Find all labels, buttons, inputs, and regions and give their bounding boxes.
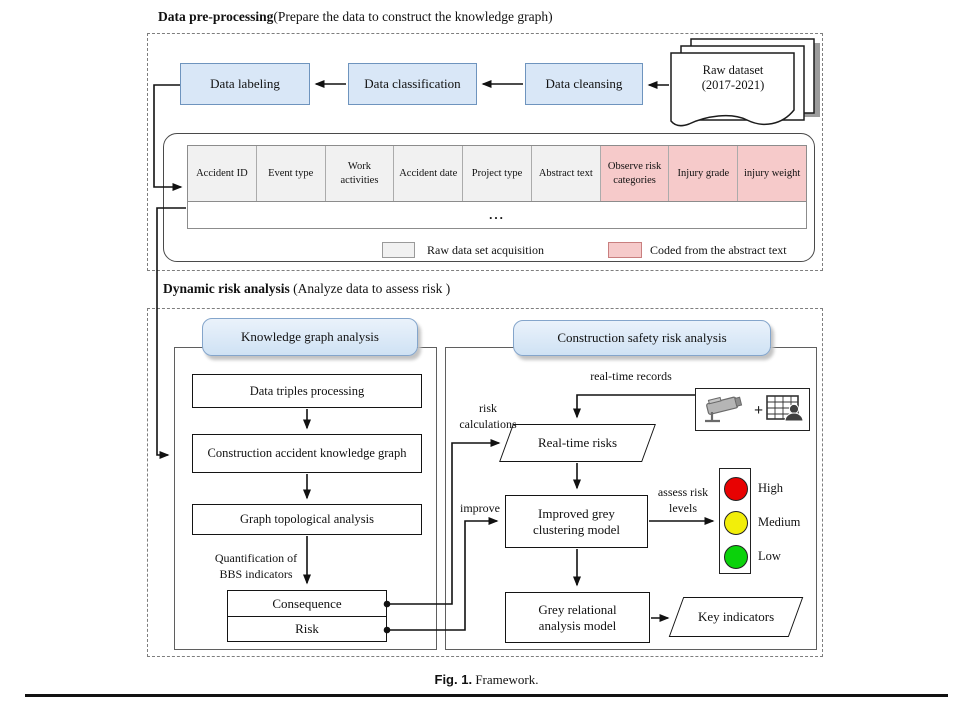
legend-gray-swatch <box>382 242 415 258</box>
risk-calculations-line1: risk <box>479 401 497 415</box>
improved-grey-line2: clustering model <box>532 521 620 537</box>
table-header-cell: Work activities <box>325 146 395 201</box>
accident-knowledge-graph-label: Construction accident knowledge graph <box>207 446 407 460</box>
section2-title: Dynamic risk analysis (Analyze data to a… <box>163 281 450 297</box>
legend-gray-label: Raw data set acquisition <box>427 243 544 257</box>
grey-relational-box: Grey relational analysis model <box>505 592 650 643</box>
graph-topological-label: Graph topological analysis <box>240 512 374 526</box>
real-time-risks-label: Real-time risks <box>537 435 618 450</box>
risk-calculations-line2: calculations <box>459 416 517 431</box>
improved-grey-line1: Improved grey <box>538 505 615 521</box>
raw-dataset-line1: Raw dataset <box>702 63 764 77</box>
safety-risk-header: Construction safety risk analysis <box>513 320 771 356</box>
grey-relational-line1: Grey relational <box>538 601 617 617</box>
data-classification-label: Data classification <box>364 76 461 91</box>
traffic-light-box <box>719 468 751 574</box>
quantification-label: Quantification of BBS indicators <box>198 551 314 582</box>
quantification-line1: Quantification of <box>214 551 298 565</box>
consequence-risk-box: Consequence Risk <box>227 590 387 642</box>
section2-title-rest: (Analyze data to assess risk ) <box>289 281 451 296</box>
medium-label: Medium <box>758 515 801 529</box>
data-triples-box: Data triples processing <box>192 374 422 408</box>
section1-title-bold: Data pre-processing <box>158 9 274 24</box>
data-classification-box: Data classification <box>348 63 477 105</box>
preprocessing-dashed-box <box>147 33 823 271</box>
section1-title: Data pre-processing(Prepare the data to … <box>158 9 553 25</box>
low-label: Low <box>758 549 781 563</box>
key-indicators-parallelogram: Key indicators <box>668 597 804 637</box>
assess-risk-line2: levels <box>669 500 697 515</box>
legend-pink-label: Coded from the abstract text <box>650 243 787 257</box>
high-light <box>724 477 748 501</box>
knowledge-graph-header-label: Knowledge graph analysis <box>241 329 379 344</box>
section1-title-rest: (Prepare the data to construct the knowl… <box>273 9 553 24</box>
figure-caption-number: Fig. 1. <box>434 672 473 687</box>
key-indicators-label: Key indicators <box>697 609 775 624</box>
raw-dataset-line2: (2017-2021) <box>701 78 765 92</box>
data-labeling-label: Data labeling <box>210 76 280 91</box>
section2-title-bold: Dynamic risk analysis <box>163 281 290 296</box>
safety-risk-header-label: Construction safety risk analysis <box>557 330 727 345</box>
records-source-box <box>695 388 810 431</box>
consequence-row: Consequence <box>228 591 386 617</box>
table-header-cell: Accident ID <box>188 146 257 201</box>
figure-caption: Fig. 1. Framework. <box>0 672 973 688</box>
high-label: High <box>758 481 783 495</box>
table-header-cell: Project type <box>463 146 532 201</box>
raw-dataset-label: Raw dataset (2017-2021) <box>676 60 790 96</box>
assess-risk-line1: assess risk <box>657 485 709 499</box>
table-ellipsis-row: ... <box>187 202 807 229</box>
page-rule <box>25 694 948 697</box>
risk-row: Risk <box>295 621 319 636</box>
medium-light <box>724 511 748 535</box>
table-header-cell-coded: Observe risk categories <box>600 146 670 201</box>
dataset-table-header: Accident ID Event type Work activities A… <box>187 145 807 202</box>
real-time-records-label: real-time records <box>590 369 672 383</box>
table-header-cell: Abstract text <box>531 146 601 201</box>
improved-grey-clustering-box: Improved grey clustering model <box>505 495 648 548</box>
data-cleansing-label: Data cleansing <box>545 76 623 91</box>
improve-label: improve <box>460 501 500 515</box>
data-cleansing-box: Data cleansing <box>525 63 643 105</box>
risk-calculations-label: risk calculations <box>448 401 528 432</box>
accident-knowledge-graph-box: Construction accident knowledge graph <box>192 434 422 473</box>
grey-relational-line2: analysis model <box>538 617 617 633</box>
data-triples-label: Data triples processing <box>249 383 365 398</box>
dataset-table-container <box>163 133 815 262</box>
table-header-cell: Accident date <box>394 146 464 201</box>
figure-caption-text: Framework. <box>472 672 539 687</box>
graph-topological-box: Graph topological analysis <box>192 504 422 535</box>
data-labeling-box: Data labeling <box>180 63 310 105</box>
quantification-line2: BBS indicators <box>219 566 293 581</box>
table-header-cell-coded: injury weight <box>738 146 807 201</box>
low-light <box>724 545 748 569</box>
assess-risk-levels-label: assess risk levels <box>641 485 725 516</box>
knowledge-graph-header: Knowledge graph analysis <box>202 318 418 356</box>
risk-analysis-dashed-box <box>147 308 823 657</box>
table-header-cell: Event type <box>256 146 326 201</box>
legend-pink-swatch <box>608 242 642 258</box>
table-header-cell-coded: Injury grade <box>669 146 739 201</box>
